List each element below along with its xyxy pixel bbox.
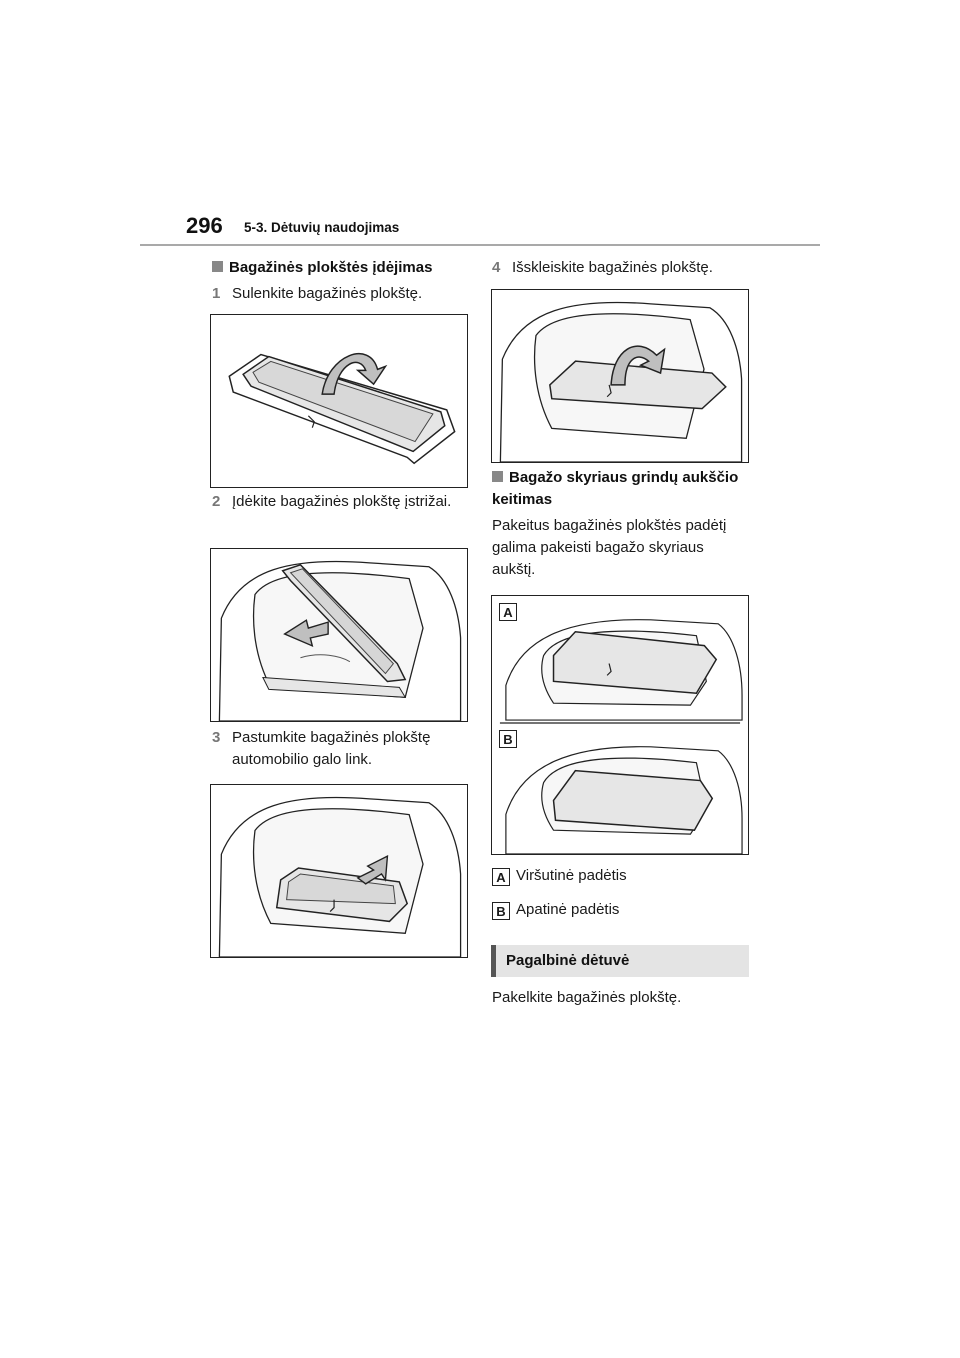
insert-diagonal-illustration [218,560,462,721]
legend-lower-position: B Apatinė padėtis [492,900,619,920]
figure-slide-board [210,784,468,958]
legend-upper-position: A Viršutinė padėtis [492,866,627,886]
fold-board-illustration [228,352,456,465]
figure-label-a: A [499,603,517,621]
slide-board-illustration [218,796,462,957]
page-number: 296 [186,213,223,238]
figure-floor-positions: A B [491,595,749,855]
legend-key-a: A [492,868,510,886]
header-rule [140,244,820,246]
step-1: 1 Sulenkite bagažinės plokštę. [212,285,423,302]
legend-text-b: Apatinė padėtis [516,901,620,918]
heading-insert-board: Bagažinės plokštės įdėjimas [212,257,462,279]
floor-positions-illustration [499,619,743,854]
legend-key-b: B [492,902,510,920]
figure-insert-diagonal [210,548,468,722]
figure-label-b: B [499,730,517,748]
figure-fold-board [210,314,468,488]
unfold-board-illustration [499,301,743,462]
step-2: 2 Įdėkite bagažinės plokštę įstrižai. [212,493,452,510]
legend-text-a: Viršutinė padėtis [516,867,627,884]
heading-bullet-icon [212,261,223,272]
step-3: 3 Pastumkite bagažinės plokštę automobil… [212,729,431,768]
step-4: 4 Išskleiskite bagažinės plokštę. [492,259,713,276]
figure-unfold-board [491,289,749,463]
heading-floor-height: Bagažo skyriaus grindų aukščio keitimas [492,469,739,508]
subsection-auxiliary-box: Pagalbinė dėtuvė [491,945,749,977]
auxiliary-box-text: Pakelkite bagažinės plokštę. [492,989,682,1006]
section-title: 5-3. Dėtuvių naudojimas [244,220,400,235]
floor-height-paragraph: Pakeitus bagažinės plokštės padėtį galim… [492,517,727,578]
heading-bullet-icon [492,471,503,482]
